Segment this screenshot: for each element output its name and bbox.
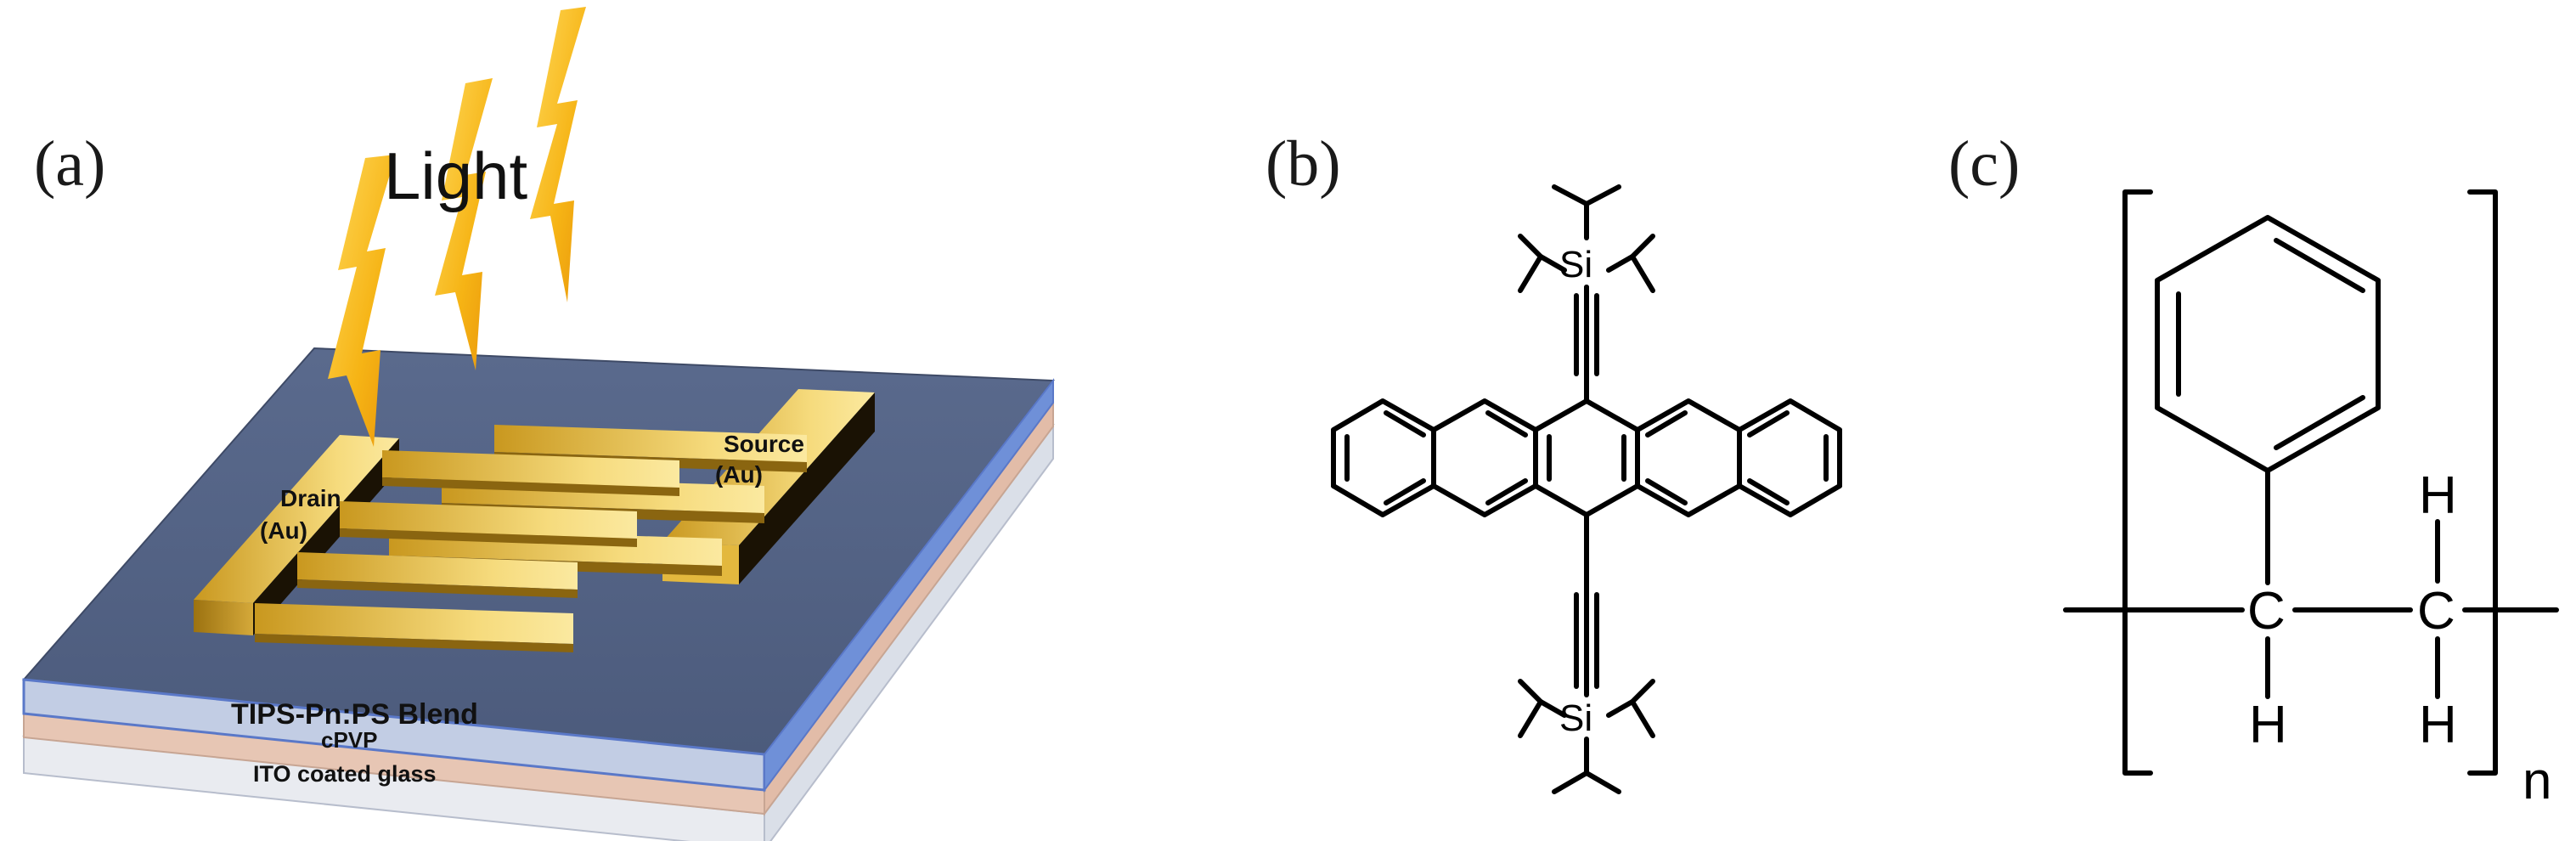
right-bracket <box>2467 189 2498 776</box>
drain-finger-1-front <box>382 477 679 496</box>
benzene-double-2 <box>2274 238 2365 293</box>
si-bottom-label: Si <box>1559 697 1592 739</box>
drain-metal-label: (Au) <box>260 517 307 544</box>
drain-bus-top <box>194 435 399 603</box>
tips-group-bottom <box>1518 512 1655 794</box>
ipr-top-branch <box>1552 184 1621 206</box>
ipr-br-stem <box>1606 699 1635 718</box>
drain-finger-4 <box>255 603 573 644</box>
drain-finger-2 <box>340 501 637 539</box>
lightning-bolt-3 <box>530 7 586 302</box>
ipr-left-branch <box>1518 234 1543 293</box>
lightning-bolt-2 <box>435 78 493 370</box>
interdigitated-electrodes: Source (Au) Drain (Au) <box>194 389 875 652</box>
double-bond-2 <box>1384 410 1426 437</box>
drain-finger-2-front <box>340 528 637 547</box>
double-bond-9 <box>1645 478 1688 505</box>
panel-a: (a) TIPS-Pn:PS Blend cPVP ITO coated gla… <box>21 7 1055 841</box>
repeat-subscript: n <box>2522 752 2551 810</box>
layer-label-glass: ITO coated glass <box>253 761 437 787</box>
source-metal-label: (Au) <box>715 461 763 488</box>
panel-a-label: (a) <box>34 128 105 200</box>
benzene-ring <box>2155 215 2381 473</box>
lightning-bolt-1 <box>328 155 396 447</box>
lightning-bolts <box>328 7 586 447</box>
panel-c: (c) <box>1948 128 2559 776</box>
ipr-left-stem <box>1538 254 1567 273</box>
layer-label-cpvp: cPVP <box>321 727 378 753</box>
source-label: Source <box>724 431 804 457</box>
drain-bus-side <box>253 438 399 635</box>
drain-finger-4-front <box>255 634 573 652</box>
ipr-bottom-branch <box>1552 770 1621 794</box>
carbon-right: C <box>2417 582 2455 641</box>
ipr-right-branch <box>1630 234 1655 293</box>
double-bond-11 <box>1747 478 1790 505</box>
drain-label: Drain <box>280 485 341 511</box>
drain-finger-3 <box>297 552 578 590</box>
ring-outline-top <box>1331 398 1842 488</box>
benzene-double-3 <box>2274 395 2365 450</box>
left-bracket <box>2122 189 2153 776</box>
double-bond-10 <box>1747 410 1790 437</box>
drain-bus-front <box>194 600 253 635</box>
source-finger-1 <box>494 425 807 462</box>
si-top-label: Si <box>1559 244 1592 285</box>
source-bus-side <box>739 392 875 584</box>
panel-b-label: (b) <box>1265 128 1341 200</box>
ipr-br-branch <box>1630 679 1655 738</box>
double-bond-3 <box>1384 478 1426 505</box>
ipr-right-stem <box>1606 254 1635 273</box>
hydrogen-left-bottom: H <box>2249 696 2287 754</box>
tips-group-top <box>1518 184 1655 404</box>
double-bond-4 <box>1485 410 1528 437</box>
blend-layer-side <box>764 378 1054 793</box>
double-bond-8 <box>1645 410 1688 437</box>
layer-label-blend: TIPS-Pn:PS Blend <box>231 698 478 731</box>
drain-finger-1 <box>382 450 679 488</box>
hydrogen-right-top: H <box>2419 466 2457 525</box>
pentacene-core <box>1331 398 1842 517</box>
panel-b: (b) <box>1265 128 1842 794</box>
light-label: Light <box>384 138 527 213</box>
carbon-left: C <box>2247 582 2286 641</box>
double-bond-5 <box>1485 478 1528 505</box>
drain-finger-3-front <box>297 579 578 598</box>
hydrogen-right-bottom: H <box>2419 696 2457 754</box>
ipr-bl-stem <box>1538 699 1567 718</box>
panel-c-label: (c) <box>1948 128 2020 200</box>
ipr-bl-branch <box>1518 679 1543 738</box>
